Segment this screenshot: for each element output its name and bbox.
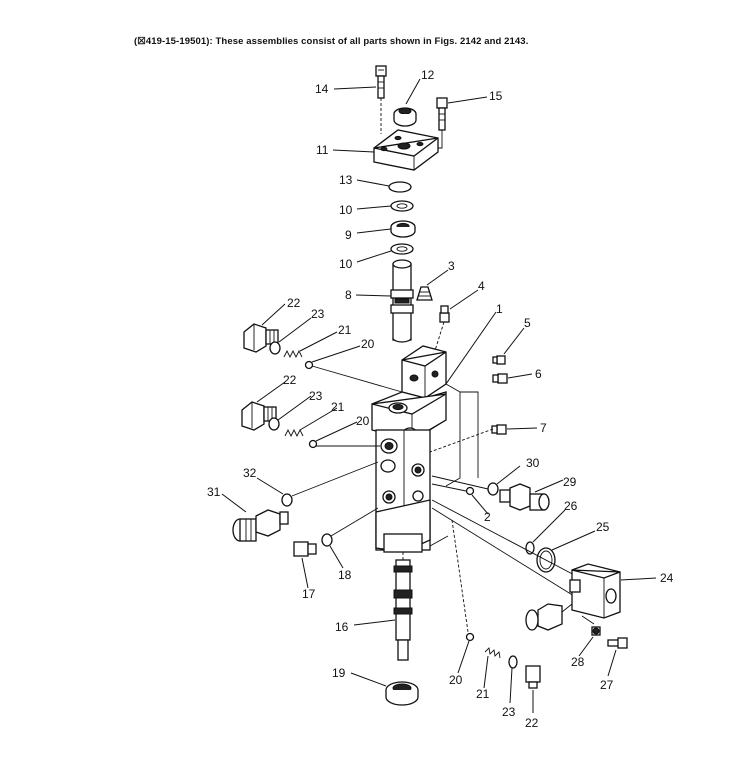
part-20-ball-upper <box>304 360 314 370</box>
callout-6: 6 <box>535 367 542 381</box>
part-22-plug-middle <box>241 401 277 431</box>
part-27-bolt <box>607 637 628 649</box>
callout-14: 14 <box>315 82 329 96</box>
callout-9: 9 <box>345 228 352 242</box>
callout-20-lower: 20 <box>449 673 463 687</box>
part-30-oring <box>487 482 499 496</box>
part-23-oring-upper <box>269 341 281 355</box>
callout-11: 11 <box>316 143 329 157</box>
part-26-oring <box>525 541 535 555</box>
part-3-fitting <box>416 286 433 301</box>
part-5-plug <box>492 355 506 365</box>
part-22-plug-upper <box>243 323 279 353</box>
part-28-plug <box>591 626 601 636</box>
part-23-oring-lower <box>508 655 518 669</box>
callout-7: 7 <box>540 421 547 435</box>
part-8-spool <box>390 259 414 343</box>
part-13-oring <box>388 181 412 193</box>
callout-23-lower: 23 <box>502 705 516 719</box>
callout-19: 19 <box>332 666 346 680</box>
part-4-plug <box>439 305 450 323</box>
callout-17: 17 <box>302 587 316 601</box>
callout-25: 25 <box>596 520 610 534</box>
callout-15: 15 <box>489 89 503 103</box>
callout-22-lower: 22 <box>525 716 539 730</box>
callout-20-upper: 20 <box>361 337 375 351</box>
solenoid-connector <box>525 603 573 631</box>
callout-26: 26 <box>564 499 578 513</box>
callout-30: 30 <box>526 456 540 470</box>
part-11-cover <box>373 129 439 171</box>
callout-8: 8 <box>345 288 352 302</box>
part-10-ring-lower <box>390 243 414 255</box>
callout-4: 4 <box>478 279 485 293</box>
callout-13: 13 <box>339 173 353 187</box>
callout-24: 24 <box>660 571 674 585</box>
part-21-spring-upper <box>283 349 303 359</box>
callout-10-lower: 10 <box>339 257 353 271</box>
part-23-oring-middle <box>268 417 280 431</box>
callout-3: 3 <box>448 259 455 273</box>
callout-28: 28 <box>571 655 585 669</box>
part-21-spring-lower <box>484 647 501 659</box>
callout-29: 29 <box>563 475 577 489</box>
part-22-plug-lower <box>525 665 541 689</box>
part-14-bolt <box>375 65 387 99</box>
callout-2: 2 <box>484 510 491 524</box>
part-7-plug <box>491 424 507 435</box>
callout-22-middle: 22 <box>283 373 297 387</box>
callout-27: 27 <box>600 678 614 692</box>
callout-23-upper: 23 <box>311 307 325 321</box>
callout-12: 12 <box>421 68 435 82</box>
part-15-bolt <box>436 97 448 131</box>
part-16-spool <box>393 552 413 661</box>
callout-20-middle: 20 <box>356 414 370 428</box>
part-20-ball-middle <box>308 439 318 449</box>
callout-21-middle: 21 <box>331 400 345 414</box>
part-24-solenoid <box>569 563 621 625</box>
part-29-fitting <box>499 483 550 511</box>
part-6-plug <box>492 373 508 384</box>
callout-21-upper: 21 <box>338 323 352 337</box>
callout-1: 1 <box>496 302 503 316</box>
part-10-ring-upper <box>390 200 414 212</box>
figure-note: (☒419-15-19501): These assemblies consis… <box>134 36 529 47</box>
callout-23-middle: 23 <box>309 389 323 403</box>
part-31-fitting <box>232 509 289 542</box>
part-32-oring <box>281 493 293 507</box>
part-21-spring-middle <box>284 428 304 438</box>
part-19-piston <box>385 681 419 706</box>
callout-10-upper: 10 <box>339 203 353 217</box>
callout-16: 16 <box>335 620 349 634</box>
callout-32: 32 <box>243 466 257 480</box>
part-9-bearing <box>390 220 416 238</box>
part-1-valve-body <box>371 345 479 553</box>
callout-22-upper: 22 <box>287 296 301 310</box>
callout-18: 18 <box>338 568 352 582</box>
part-17-plug <box>293 541 317 557</box>
callout-21-lower: 21 <box>476 687 490 701</box>
callout-31: 31 <box>207 485 221 499</box>
part-20-ball-lower <box>465 632 475 642</box>
part-2-ball <box>465 486 475 496</box>
part-18-oring <box>321 533 333 547</box>
part-12-plug <box>393 107 417 127</box>
callout-5: 5 <box>524 316 531 330</box>
